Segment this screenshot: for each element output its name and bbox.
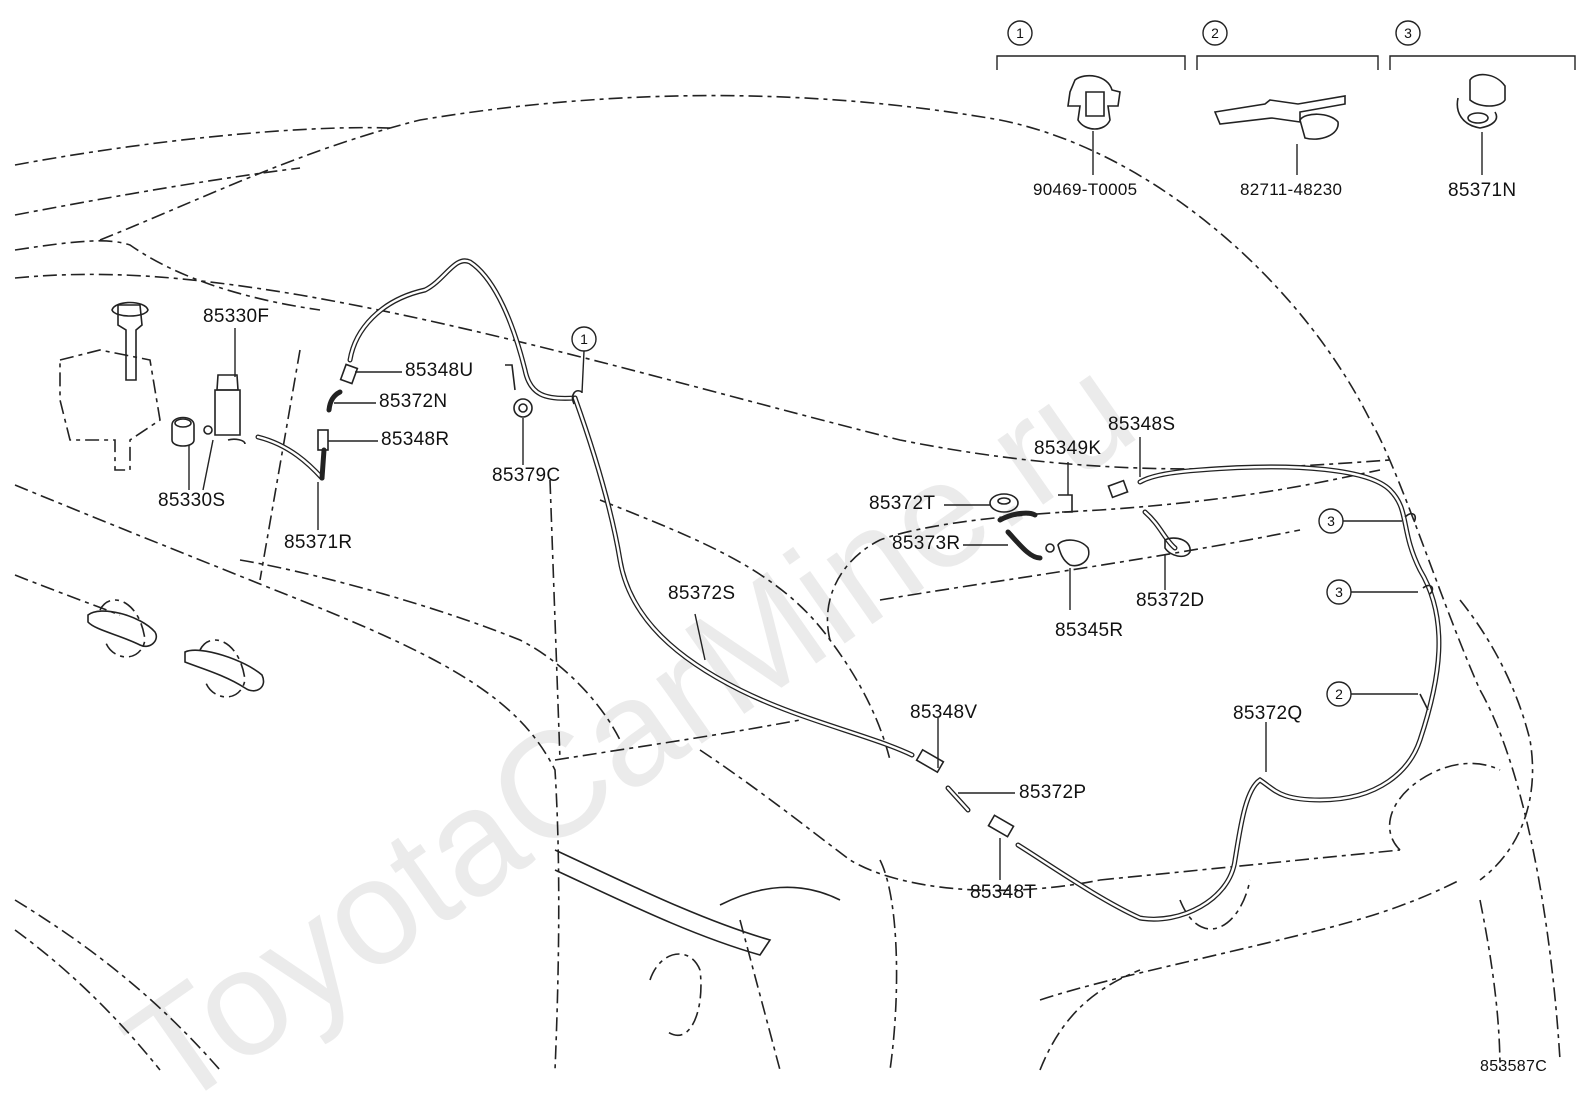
part-85372D[interactable]: 85372D <box>1136 590 1205 611</box>
part-85372P[interactable]: 85372P <box>1019 782 1087 803</box>
part-85348V[interactable]: 85348V <box>910 702 978 723</box>
legend-num-1: 1 <box>1007 20 1033 46</box>
svg-text:2: 2 <box>1335 686 1343 702</box>
part-85373R[interactable]: 85373R <box>892 533 961 554</box>
svg-text:1: 1 <box>580 331 588 347</box>
part-85345R[interactable]: 85345R <box>1055 620 1124 641</box>
diagram-code: 853587C <box>1480 1058 1548 1075</box>
part-85372S[interactable]: 85372S <box>668 583 736 604</box>
part-85330F[interactable]: 85330F <box>203 306 270 327</box>
part-85348T[interactable]: 85348T <box>970 882 1037 903</box>
part-85348S[interactable]: 85348S <box>1108 414 1176 435</box>
part-85372Q[interactable]: 85372Q <box>1233 703 1303 724</box>
legend-part-82711-48230[interactable]: 82711-48230 <box>1240 180 1343 199</box>
legend-num-3: 3 <box>1395 20 1421 46</box>
svg-text:3: 3 <box>1404 25 1412 41</box>
part-85330S[interactable]: 85330S <box>158 490 226 511</box>
part-85372N[interactable]: 85372N <box>379 391 448 412</box>
part-85372T[interactable]: 85372T <box>869 493 936 514</box>
part-85371R[interactable]: 85371R <box>284 532 353 553</box>
svg-text:1: 1 <box>1016 25 1024 41</box>
part-85348U[interactable]: 85348U <box>405 360 474 381</box>
svg-text:2: 2 <box>1211 25 1219 41</box>
callout-clip-3-upper: 3 <box>1318 508 1344 534</box>
legend-part-85371N[interactable]: 85371N <box>1448 180 1517 201</box>
callout-clip-2: 2 <box>1326 681 1352 707</box>
callout-clip-3-lower: 3 <box>1326 579 1352 605</box>
callout-clip-1: 1 <box>571 326 597 352</box>
svg-text:3: 3 <box>1335 584 1343 600</box>
part-85379C[interactable]: 85379C <box>492 465 561 486</box>
legend-num-2: 2 <box>1202 20 1228 46</box>
part-85349K[interactable]: 85349K <box>1034 438 1102 459</box>
part-85348R[interactable]: 85348R <box>381 429 450 450</box>
svg-text:3: 3 <box>1327 513 1335 529</box>
legend-part-90469-T0005[interactable]: 90469-T0005 <box>1033 180 1138 199</box>
